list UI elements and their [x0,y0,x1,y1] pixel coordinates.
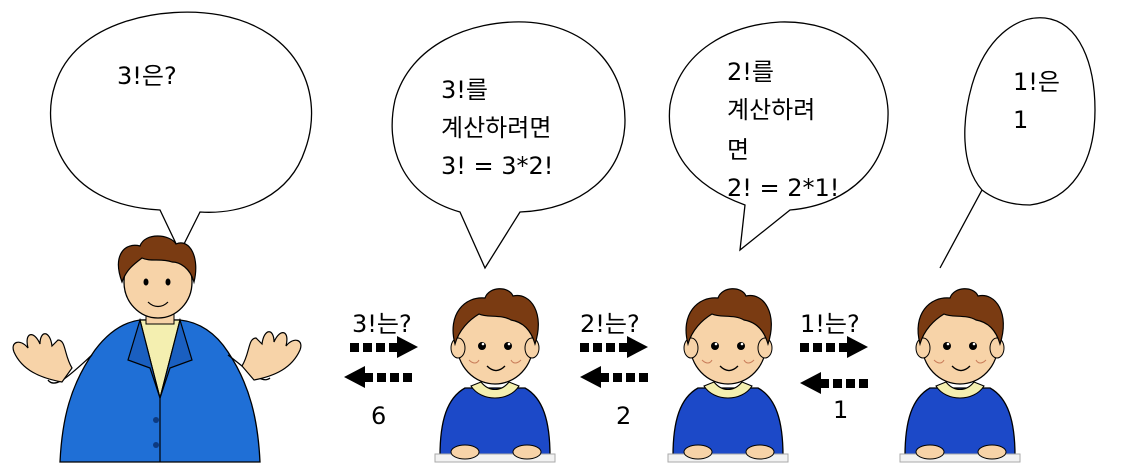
student3-bubble-text: 1!은 1 [1013,68,1068,134]
dotted-right-arrow-icon [800,336,868,358]
dotted-right-arrow-icon [350,336,418,358]
arrow-question-1: 3!는? [352,310,412,338]
student2-bubble-text: 2!를 계산하려 면 2! = 2*1! [727,58,839,202]
student-figure [667,288,789,463]
arrow-group-3: 1!는? 1 [800,310,868,424]
student-figure [899,288,1021,463]
teacher-speech-bubble: 3!은? [49,11,313,254]
student2-speech-bubble: 2!를 계산하려 면 2! = 2*1! [668,21,889,252]
student-figure [434,288,556,463]
teacher-bubble-text: 3!은? [117,62,177,90]
arrow-answer-1: 6 [371,402,386,430]
arrow-answer-3: 1 [833,396,848,424]
arrow-group-2: 2!는? 2 [580,310,648,430]
dotted-right-arrow-icon [580,336,648,358]
dotted-left-arrow-icon [580,366,648,388]
student1-speech-bubble: 3!를 계산하려면 3! = 3*2! [391,21,626,270]
teacher-figure [12,235,302,463]
arrow-answer-2: 2 [616,402,631,430]
dotted-left-arrow-icon [800,372,868,394]
student1-bubble-text: 3!를 계산하려면 3! = 3*2! [441,76,559,180]
arrow-group-1: 3!는? 6 [344,310,418,430]
arrow-question-2: 2!는? [580,310,640,338]
student3-speech-bubble: 1!은 1 [939,17,1096,269]
dotted-left-arrow-icon [344,366,412,388]
arrow-question-3: 1!는? [800,310,860,338]
